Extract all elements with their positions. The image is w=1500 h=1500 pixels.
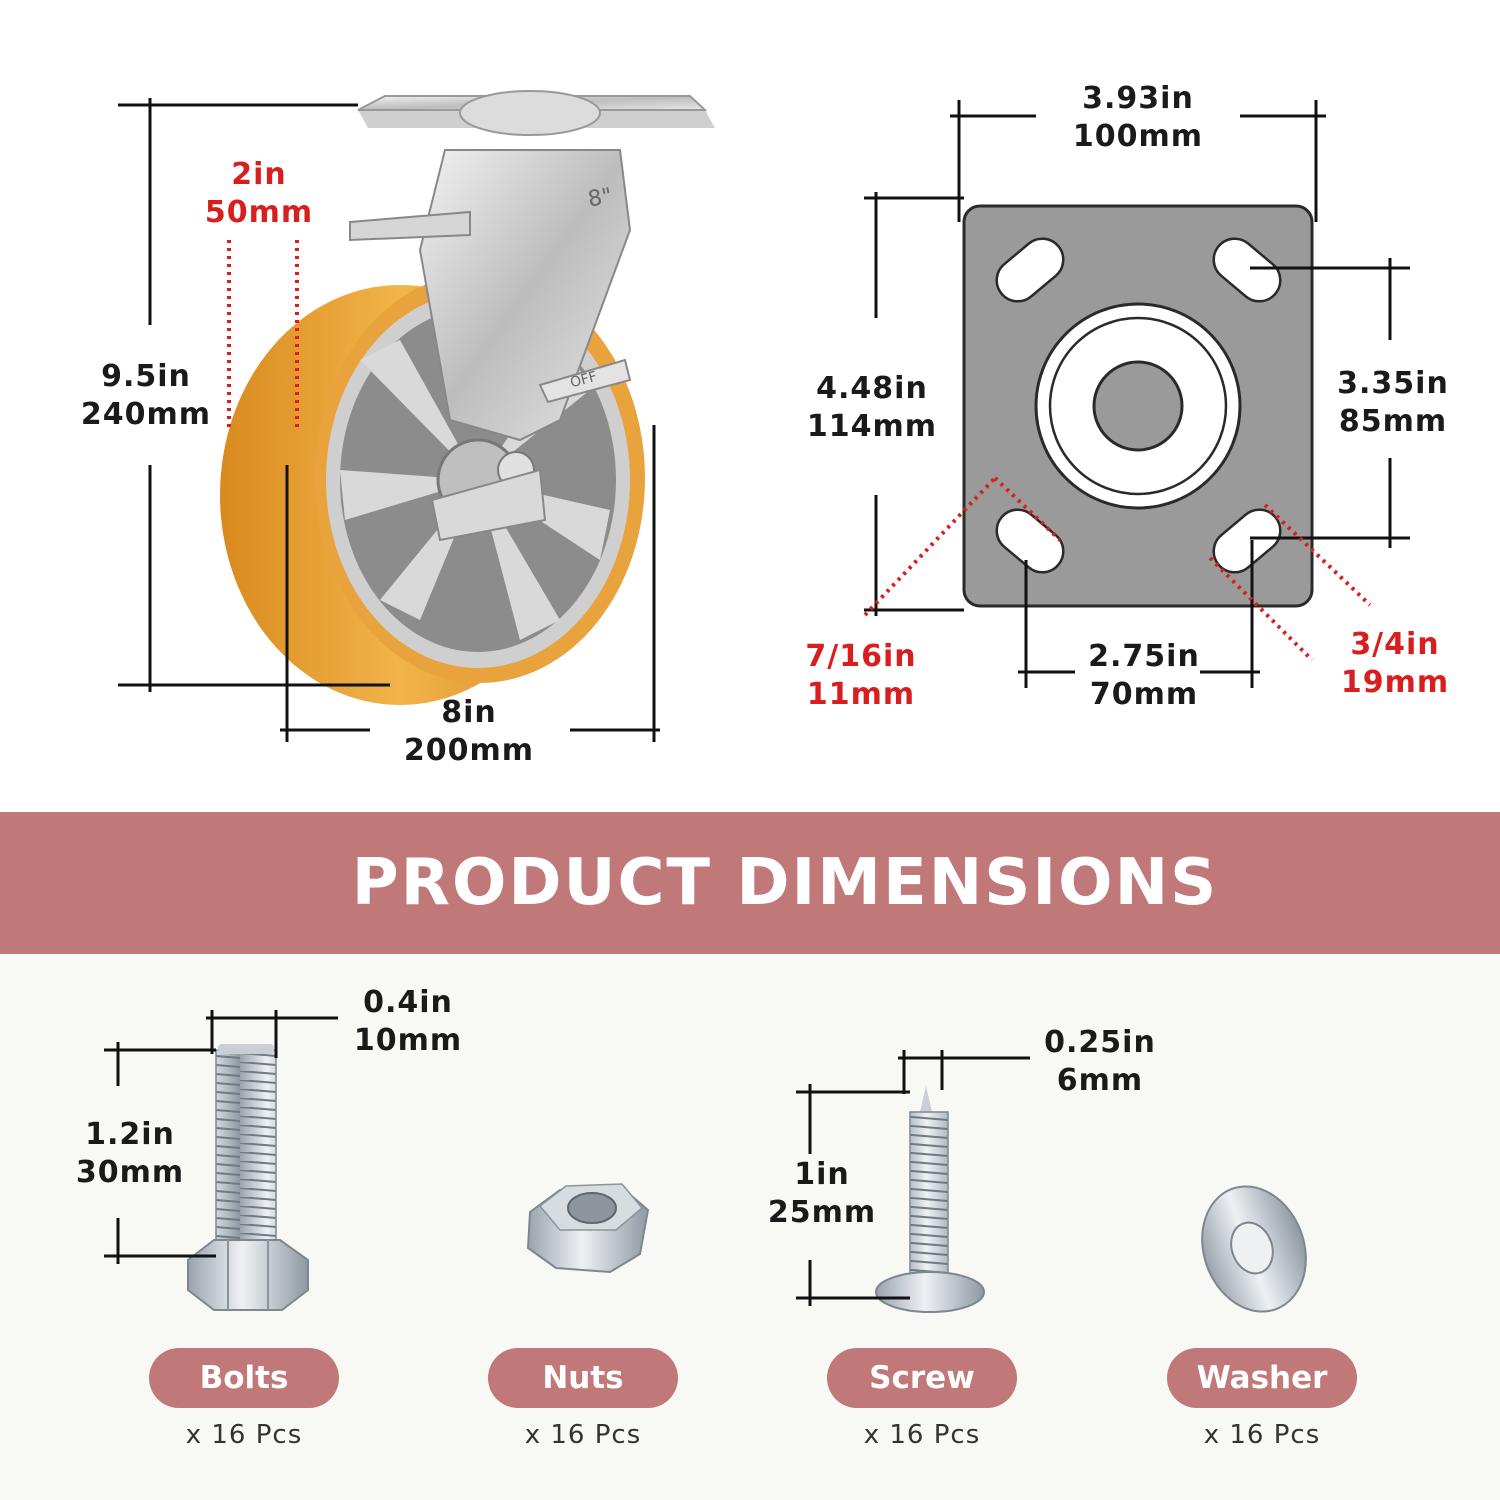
bolt-illustration: [187, 1044, 309, 1311]
hole-spacing-horizontal-label: 2.75in 70mm: [1072, 638, 1216, 714]
plate-width-in: 3.93in: [1082, 81, 1194, 116]
hole-spacing-horizontal-in: 2.75in: [1088, 639, 1200, 674]
bolt-length-mm: 30mm: [75, 1155, 185, 1190]
hole-spacing-horizontal-mm: 70mm: [1089, 677, 1199, 712]
slot-length-mm: 19mm: [1340, 665, 1450, 700]
wheel-size-marking: 8": [586, 184, 614, 213]
tread-width-label: 2in 50mm: [196, 156, 322, 232]
slot-dimension-lines: [863, 476, 1372, 662]
hardware-area: 0.4in 10mm 1.2in 30mm 0.25in 6mm 1in 25m…: [0, 954, 1500, 1500]
height-mm: 240mm: [80, 397, 212, 432]
slot-width-mm: 11mm: [806, 677, 916, 712]
washer-hole: [1230, 1221, 1274, 1275]
slot-width-label: 7/16in 11mm: [790, 638, 932, 714]
bolt-shank: [215, 1049, 277, 1243]
nuts-qty: x 16 Pcs: [524, 1420, 642, 1450]
nut-hole: [567, 1192, 617, 1224]
bolt-diameter-mm: 10mm: [353, 1023, 463, 1058]
swivel-bearing: [459, 90, 601, 136]
slot-length-label: 3/4in 19mm: [1330, 626, 1460, 702]
bolt-length-label: 1.2in 30mm: [62, 1116, 198, 1192]
screw-head: [875, 1271, 985, 1313]
hole-spacing-vertical-in: 3.35in: [1337, 366, 1449, 401]
bolt-length-in: 1.2in: [85, 1117, 175, 1152]
brake-lock-plate: [430, 468, 547, 542]
plate-length-mm: 114mm: [806, 409, 938, 444]
bolts-qty: x 16 Pcs: [185, 1420, 303, 1450]
slot-top-right: [1212, 237, 1282, 303]
slot-width-in: 7/16in: [805, 639, 917, 674]
tread-width-in: 2in: [231, 157, 287, 192]
slot-bottom-left: [995, 508, 1065, 574]
screw-dimension-lines: [796, 1050, 1030, 1306]
screw-shank: [909, 1111, 949, 1289]
height-label: 9.5in 240mm: [80, 358, 212, 434]
brake-pedal: [538, 358, 632, 404]
washer-pill: Washer: [1167, 1348, 1357, 1408]
wheel-diameter-in: 8in: [441, 695, 497, 730]
bolts-pill: Bolts: [149, 1348, 339, 1408]
plate-length-in: 4.48in: [816, 371, 928, 406]
washer-illustration: [1201, 1185, 1307, 1313]
screw-length-mm: 25mm: [767, 1195, 877, 1230]
brake-lever: [349, 210, 471, 242]
hole-spacing-vertical-label: 3.35in 85mm: [1322, 365, 1464, 441]
drawings-area: 8" OFF: [80, 80, 1464, 770]
bolt-tip: [218, 1044, 274, 1054]
slot-length-in: 3/4in: [1350, 627, 1440, 662]
plate-width-label: 3.93in 100mm: [1066, 80, 1210, 156]
section-banner: PRODUCT DIMENSIONS: [0, 812, 1500, 954]
tread-width-mm: 50mm: [204, 195, 314, 230]
bolt-diameter-label: 0.4in 10mm: [340, 984, 476, 1060]
caster-fork: [418, 149, 632, 442]
hole-spacing-vertical-mm: 85mm: [1338, 404, 1448, 439]
slot-length-dim-b: [1208, 556, 1314, 662]
tread-dimension-lines: [227, 240, 299, 432]
slot-top-left: [995, 237, 1065, 303]
bolt-head: [187, 1239, 309, 1311]
plate-width-mm: 100mm: [1072, 119, 1204, 154]
screw-diameter-label: 0.25in 6mm: [1030, 1024, 1170, 1100]
wheel-diameter-label: 8in 200mm: [398, 694, 540, 770]
hardware-svg: [104, 1010, 1307, 1313]
bolt-dimension-lines: [104, 1010, 338, 1264]
screw-illustration: [875, 1086, 985, 1313]
screw-diameter-mm: 6mm: [1056, 1063, 1144, 1098]
brake-off-label: OFF: [569, 369, 599, 391]
slot-width-dim-a: [993, 476, 1062, 542]
screw-length-label: 1in 25mm: [754, 1156, 890, 1232]
height-in: 9.5in: [101, 359, 191, 394]
wheel-diameter-mm: 200mm: [403, 733, 535, 768]
mounting-slots: [995, 237, 1282, 574]
nuts-pill: Nuts: [488, 1348, 678, 1408]
plate-dimension-lines: [864, 100, 1410, 688]
screw-pill: Screw: [827, 1348, 1017, 1408]
banner-title: PRODUCT DIMENSIONS: [351, 846, 1219, 920]
mounting-plate-illustration: [962, 204, 1314, 608]
caster-dimension-lines: [118, 98, 660, 742]
caster-wheel-illustration: 8" OFF: [220, 90, 715, 705]
screw-tip: [920, 1086, 932, 1112]
washer-qty: x 16 Pcs: [1203, 1420, 1321, 1450]
screw-qty: x 16 Pcs: [863, 1420, 981, 1450]
bolt-diameter-in: 0.4in: [363, 985, 453, 1020]
screw-diameter-in: 0.25in: [1044, 1025, 1156, 1060]
screw-length-in: 1in: [794, 1157, 850, 1192]
plate-center-hole: [1092, 360, 1184, 452]
slot-length-dim-a: [1263, 503, 1372, 607]
top-drawings-svg: 8" OFF: [118, 90, 1410, 742]
nut-illustration: [526, 1183, 650, 1274]
plate-length-label: 4.48in 114mm: [800, 370, 944, 446]
